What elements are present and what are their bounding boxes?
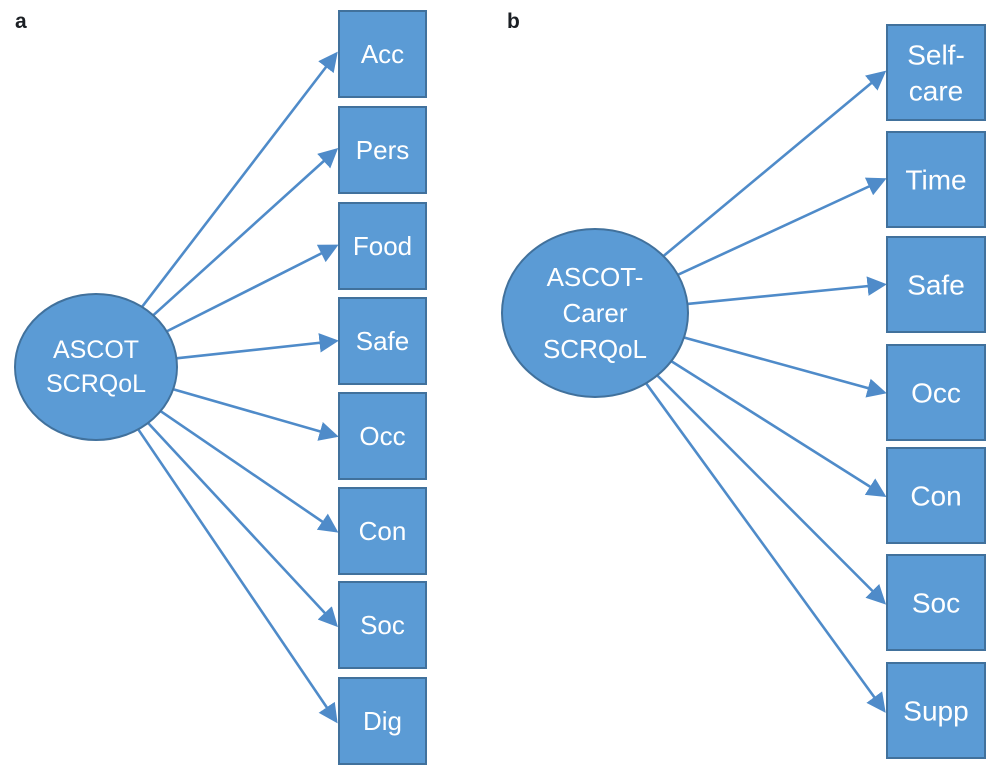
indicator-box-a-occ xyxy=(338,392,427,480)
indicator-box-b-soc xyxy=(886,554,986,651)
indicator-box-b-safe xyxy=(886,236,986,333)
edge-arrow-b-soc xyxy=(656,374,887,605)
indicator-box-a-food xyxy=(338,202,427,290)
indicator-box-a-soc xyxy=(338,581,427,669)
edge-arrow-a-con xyxy=(159,410,339,533)
indicator-label-a-safe: Safe xyxy=(356,326,410,356)
edge-arrow-a-soc xyxy=(147,422,338,628)
indicator-label-b-supp: Supp xyxy=(903,695,968,726)
indicator-label-b-occ: Occ xyxy=(911,377,961,408)
indicator-box-a-acc xyxy=(338,10,427,98)
indicator-label-b-soc: Soc xyxy=(912,587,960,618)
edge-arrow-a-safe xyxy=(176,333,339,360)
latent-node-a xyxy=(14,293,178,441)
indicator-label-a-occ: Occ xyxy=(359,421,405,451)
edge-arrow-a-acc xyxy=(140,51,338,308)
indicator-box-b-time xyxy=(886,131,986,228)
latent-node-b xyxy=(501,228,689,398)
indicator-label-a-con: Con xyxy=(359,516,407,546)
edge-arrow-a-dig xyxy=(137,428,338,724)
indicator-box-b-occ xyxy=(886,344,986,441)
edge-arrow-a-occ xyxy=(172,387,339,441)
indicator-label-b-con: Con xyxy=(910,480,961,511)
edge-arrow-b-con xyxy=(670,360,887,498)
indicator-box-a-safe xyxy=(338,297,427,385)
indicator-label-a-soc: Soc xyxy=(360,610,405,640)
panel-label-b: b xyxy=(507,10,520,33)
indicator-box-a-dig xyxy=(338,677,427,765)
edge-arrow-b-safe xyxy=(687,276,887,306)
edge-arrow-a-pers xyxy=(152,148,339,317)
indicator-label-b-time: Time xyxy=(905,164,966,195)
indicator-label-a-acc: Acc xyxy=(361,39,404,69)
edge-arrow-b-supp xyxy=(644,382,886,713)
indicator-label-a-dig: Dig xyxy=(363,706,402,736)
edge-arrow-b-self-care xyxy=(662,70,887,258)
edges-b xyxy=(644,70,887,713)
indicator-label-a-pers: Pers xyxy=(356,135,409,165)
indicator-label-b-safe: Safe xyxy=(907,269,965,300)
indicator-label-a-food: Food xyxy=(353,231,412,261)
indicator-label-b-self-care: Self-care xyxy=(907,39,965,106)
indicator-box-a-con xyxy=(338,487,427,575)
indicator-box-a-pers xyxy=(338,106,427,194)
indicator-box-b-self-care xyxy=(886,24,986,121)
indicator-box-b-con xyxy=(886,447,986,544)
edges-a xyxy=(137,51,339,724)
edge-arrow-b-time xyxy=(677,177,887,276)
edge-arrow-a-food xyxy=(166,244,339,333)
indicator-box-b-supp xyxy=(886,662,986,759)
edge-arrow-b-occ xyxy=(683,336,887,398)
panel-label-a: a xyxy=(15,10,27,33)
